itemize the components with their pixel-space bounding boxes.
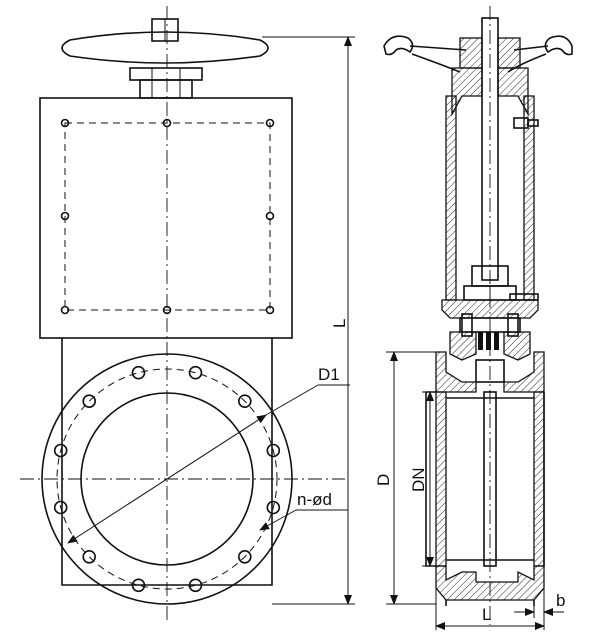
b-dimension: b xyxy=(514,591,565,618)
length-main-label: L xyxy=(330,319,349,328)
b-label: b xyxy=(556,591,565,610)
bolt-hole xyxy=(53,500,68,515)
bolt-hole xyxy=(82,394,96,409)
bolt-hole xyxy=(131,365,146,380)
bolt-hole xyxy=(53,443,68,458)
valve-body-front xyxy=(61,338,273,586)
d-label: D xyxy=(374,474,393,486)
bolt-hole xyxy=(82,549,96,564)
bolt-hole xyxy=(266,500,281,515)
dn-label: DN xyxy=(409,467,428,492)
packing-gland xyxy=(449,313,531,361)
bolt-hole xyxy=(188,365,203,380)
front-view: D1 n-ød L xyxy=(20,6,355,620)
handwheel-section xyxy=(383,35,573,73)
bonnet-box xyxy=(39,6,293,620)
section-view: D DN L b xyxy=(374,6,573,630)
hole-label: n-ød xyxy=(297,490,332,509)
valve-body-section xyxy=(425,351,545,606)
length-dimension-main: L xyxy=(262,36,355,605)
flange-front xyxy=(20,353,345,605)
flange-bolt-holes xyxy=(53,365,281,593)
d-dimension: D xyxy=(374,351,436,605)
hole-dimension: n-ød xyxy=(259,490,348,531)
bolt-hole xyxy=(131,578,146,593)
handwheel xyxy=(61,18,269,99)
bolt-hole xyxy=(238,394,252,409)
bolt-hole xyxy=(188,578,203,593)
d1-label: D1 xyxy=(318,365,340,384)
bolt-hole xyxy=(266,443,281,458)
length-body-label: L xyxy=(482,605,491,624)
d1-dimension: D1 xyxy=(67,365,350,544)
bolt-hole xyxy=(238,549,252,564)
dn-dimension: DN xyxy=(409,391,436,567)
